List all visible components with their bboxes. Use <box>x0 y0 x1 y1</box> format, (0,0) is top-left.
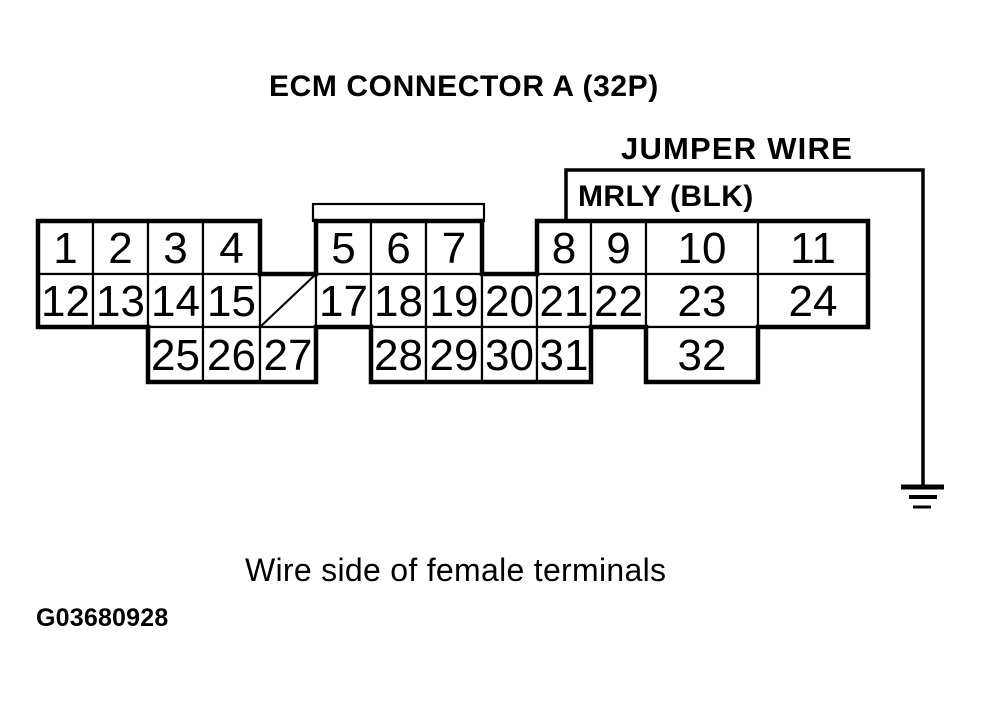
pin-number-13: 13 <box>96 277 145 326</box>
pin-number-20: 20 <box>485 277 534 326</box>
pin-cell-26 <box>201 325 262 384</box>
pin-number-1: 1 <box>53 224 77 273</box>
pin-number-15: 15 <box>207 277 256 326</box>
jumper-wire-line <box>564 168 925 487</box>
pin-cell-23 <box>644 272 760 329</box>
pin-number-23: 23 <box>678 277 727 326</box>
pin-number-7: 7 <box>442 224 466 273</box>
pin-number-6: 6 <box>386 224 410 273</box>
pin-number-12: 12 <box>41 277 90 326</box>
view-caption: Wire side of female terminals <box>245 552 667 588</box>
pin-number-11: 11 <box>790 224 836 273</box>
pin-cell-24 <box>756 272 870 329</box>
figure-id: G03680928 <box>36 604 169 632</box>
pin-number-18: 18 <box>374 277 423 326</box>
pin-number-22: 22 <box>594 277 643 326</box>
wire-name-label: MRLY (BLK) <box>578 180 754 213</box>
pin-cell-27 <box>258 325 318 384</box>
page-title: ECM CONNECTOR A (32P) <box>269 70 659 103</box>
pin-number-2: 2 <box>108 224 132 273</box>
pin-cell-13 <box>91 272 150 329</box>
pin-cell-3 <box>146 219 205 276</box>
pin-number-5: 5 <box>331 224 355 273</box>
pin-number-21: 21 <box>540 277 589 326</box>
pin-number-26: 26 <box>207 331 256 380</box>
pin-cell-7 <box>424 219 484 276</box>
pin-number-19: 19 <box>430 277 479 326</box>
pin-number-3: 3 <box>163 224 187 273</box>
pin-number-10: 10 <box>678 224 727 273</box>
connector-index-tab <box>311 202 486 223</box>
pin-number-14: 14 <box>151 277 200 326</box>
pin-number-27: 27 <box>264 331 313 380</box>
pin-number-8: 8 <box>552 224 576 273</box>
pin-number-9: 9 <box>606 224 630 273</box>
pin-number-24: 24 <box>789 277 838 326</box>
pin-number-28: 28 <box>374 331 423 380</box>
pin-cell-31 <box>535 325 593 384</box>
pin-number-32: 32 <box>678 331 727 380</box>
pin-cell-29 <box>424 325 484 384</box>
pin-number-25: 25 <box>151 331 200 380</box>
jumper-wire-label: JUMPER WIRE <box>621 131 853 166</box>
keyway-diagonal <box>259 273 317 328</box>
connector-outline <box>35 218 871 385</box>
pin-cell-9 <box>589 219 648 276</box>
pin-number-31: 31 <box>540 331 589 380</box>
pin-number-4: 4 <box>219 224 243 273</box>
pin-number-29: 29 <box>430 331 479 380</box>
pin-cell-14 <box>146 272 205 329</box>
pin-number-30: 30 <box>485 331 534 380</box>
pin-number-17: 17 <box>319 277 368 326</box>
